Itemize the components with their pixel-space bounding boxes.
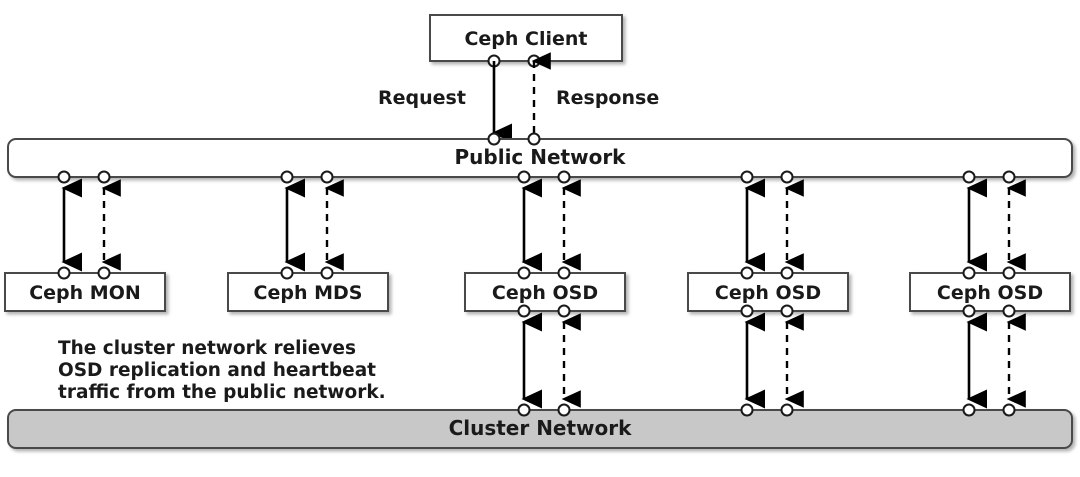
cluster-port-osd1-solid (517, 403, 531, 417)
public-network-label: Public Network (455, 145, 627, 169)
osd3-port-bottom-solid (962, 304, 976, 318)
ceph-client-box[interactable] (429, 14, 623, 62)
note-line-1: The cluster network relieves (58, 338, 356, 359)
cluster-network-bar[interactable]: Cluster Network (7, 403, 1073, 449)
mds-port-top-dashed (320, 266, 334, 280)
ceph-mon-node[interactable]: Ceph MON (4, 266, 166, 312)
ceph-client-label: Ceph Client (464, 28, 587, 50)
public-port-mds-dashed (320, 170, 334, 184)
ceph-osd-1-label: Ceph OSD (492, 282, 598, 304)
ceph-client-node[interactable]: Ceph Client (429, 14, 623, 68)
public-port-osd2-solid (740, 170, 754, 184)
public-port-osd3-dashed (1002, 170, 1016, 184)
osd1-port-bottom-dashed (557, 304, 571, 318)
public-network-bar[interactable]: Public Network (7, 132, 1073, 184)
osd3-port-top-solid (962, 266, 976, 280)
osd2-port-top-solid (740, 266, 754, 280)
mon-port-top-solid (57, 266, 71, 280)
ceph-osd-2-label: Ceph OSD (715, 282, 821, 304)
note-line-3: traffic from the public network. (58, 382, 386, 403)
client-public-connectors (491, 52, 551, 143)
ceph-mon-box[interactable] (4, 272, 166, 312)
osd3-port-top-dashed (1002, 266, 1016, 280)
cluster-network-rect[interactable] (7, 409, 1073, 449)
public-port-mds-solid (280, 170, 294, 184)
ceph-mon-label: Ceph MON (29, 282, 141, 304)
osd2-port-bottom-dashed (780, 304, 794, 318)
cluster-port-osd2-dashed (780, 403, 794, 417)
osd2-port-bottom-solid (740, 304, 754, 318)
public-port-top-response (527, 132, 541, 146)
ceph-mds-label: Ceph MDS (254, 282, 363, 304)
mon-port-top-dashed (97, 266, 111, 280)
ceph-osd-1-node[interactable]: Ceph OSD (464, 266, 626, 318)
osd1-port-top-solid (517, 266, 531, 280)
ceph-osd-2-box[interactable] (687, 272, 849, 312)
ceph-mds-node[interactable]: Ceph MDS (227, 266, 389, 312)
osd1-port-bottom-solid (517, 304, 531, 318)
ceph-osd-2-node[interactable]: Ceph OSD (687, 266, 849, 318)
ceph-osd-3-label: Ceph OSD (937, 282, 1043, 304)
public-port-mon-solid (57, 170, 71, 184)
ceph-osd-3-box[interactable] (909, 272, 1071, 312)
public-port-osd3-solid (962, 170, 976, 184)
osd-cluster-connectors (521, 312, 1026, 409)
ceph-osd-3-node[interactable]: Ceph OSD (909, 266, 1071, 318)
ceph-mds-box[interactable] (227, 272, 389, 312)
osd1-port-top-dashed (557, 266, 571, 280)
osd3-port-bottom-dashed (1002, 304, 1016, 318)
public-port-top-request (487, 132, 501, 146)
note-line-2: OSD replication and heartbeat (58, 360, 376, 381)
cluster-network-label: Cluster Network (449, 416, 633, 440)
cluster-port-osd3-solid (962, 403, 976, 417)
response-label: Response (556, 87, 659, 109)
request-label: Request (378, 87, 466, 109)
cluster-network-note: The cluster network relieves OSD replica… (58, 338, 386, 403)
cluster-port-osd3-dashed (1002, 403, 1016, 417)
public-port-osd2-dashed (780, 170, 794, 184)
public-port-mon-dashed (97, 170, 111, 184)
ceph-osd-1-box[interactable] (464, 272, 626, 312)
public-port-osd1-solid (517, 170, 531, 184)
cluster-port-osd1-dashed (557, 403, 571, 417)
public-node-connectors (61, 178, 1026, 272)
cluster-port-osd2-solid (740, 403, 754, 417)
mds-port-top-solid (280, 266, 294, 280)
osd2-port-top-dashed (780, 266, 794, 280)
public-port-osd1-dashed (557, 170, 571, 184)
